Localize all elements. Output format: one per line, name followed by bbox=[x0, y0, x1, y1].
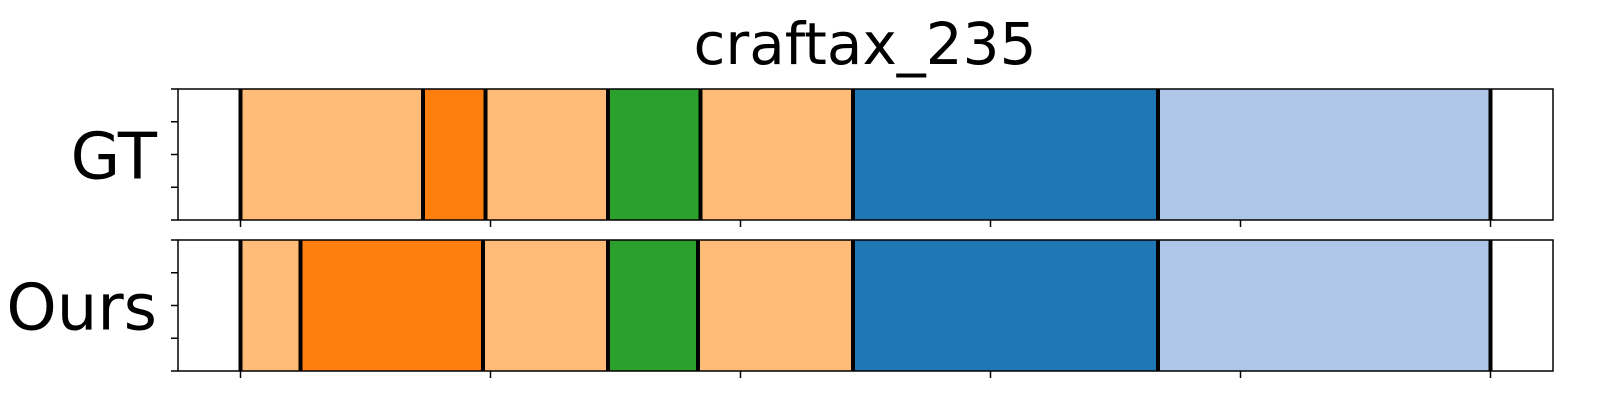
segment-bar bbox=[608, 89, 701, 220]
row-label: GT bbox=[71, 121, 158, 195]
row-label: Ours bbox=[6, 272, 157, 346]
segment-bar bbox=[240, 89, 423, 220]
segment-bar bbox=[1158, 89, 1491, 220]
segment-bar bbox=[1158, 240, 1491, 371]
segment-bar bbox=[300, 240, 483, 371]
segment-bar bbox=[608, 240, 698, 371]
segment-bar bbox=[240, 240, 301, 371]
segment-bar bbox=[853, 89, 1158, 220]
segment-bar bbox=[483, 240, 608, 371]
segment-bar bbox=[700, 89, 853, 220]
chart-title: craftax_235 bbox=[694, 10, 1037, 78]
segment-bar bbox=[485, 89, 608, 220]
segment-bar bbox=[698, 240, 853, 371]
segment-bar bbox=[853, 240, 1158, 371]
segment-bar bbox=[423, 89, 486, 220]
